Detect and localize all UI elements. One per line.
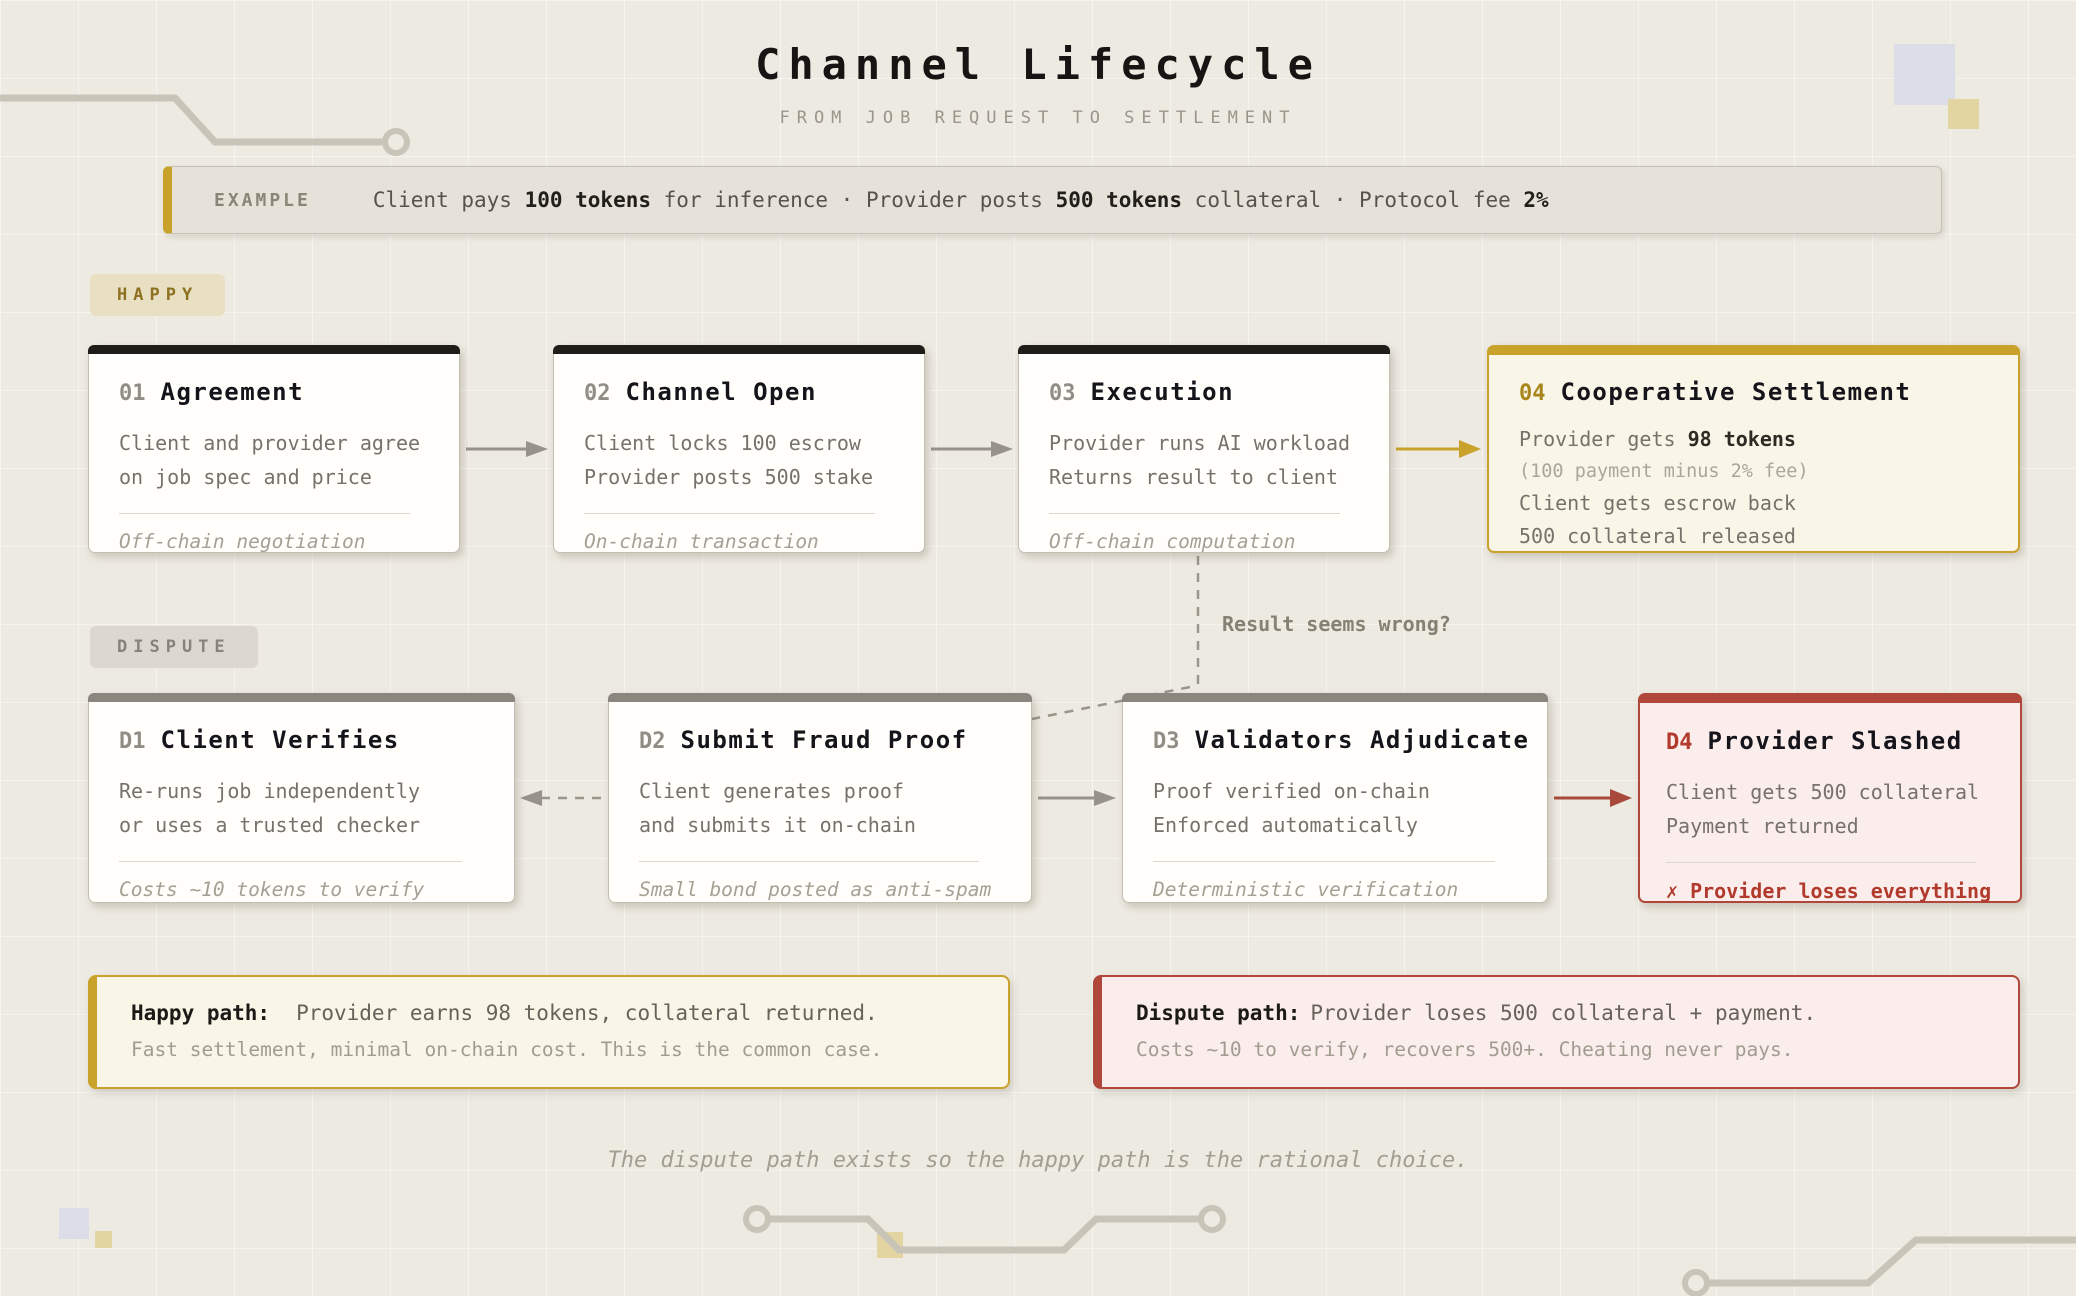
result-question-label: Result seems wrong?: [1222, 612, 1451, 636]
divider: [119, 512, 411, 514]
step-title: Submit Fraud Proof: [680, 726, 968, 754]
card-provider-slashed: D4 Provider Slashed Client gets 500 colla…: [1638, 693, 2022, 903]
step-title: Cooperative Settlement: [1560, 378, 1912, 406]
step-number: 03: [1049, 381, 1076, 406]
step-description: on job spec and price: [119, 464, 372, 489]
step-title: Agreement: [160, 378, 305, 406]
step-description: Provider runs AI workload: [1049, 430, 1351, 455]
step-footnote: Small bond posted as anti-spam: [639, 877, 992, 901]
step-description: Client gets 500 collateral: [1666, 779, 1980, 804]
step-number: 02: [584, 381, 611, 406]
step-description: Client gets escrow back: [1519, 490, 1796, 515]
summary-line: Dispute path:Provider loses 500 collater…: [1136, 1001, 1817, 1025]
page-subtitle: FROM JOB REQUEST TO SETTLEMENT: [779, 108, 1297, 128]
card-top-bar: [88, 345, 460, 354]
divider: [584, 512, 876, 514]
happy-path-summary: Happy path:Provider earns 98 tokens, col…: [88, 975, 1010, 1089]
card-top-bar: [1122, 693, 1548, 702]
step-description: Payment returned: [1666, 813, 1859, 838]
step-description: Client generates proof: [639, 778, 904, 803]
step-description: Re-runs job independently: [119, 778, 421, 803]
step-description: Provider posts 500 stake: [584, 464, 873, 489]
step-title: Channel Open: [625, 378, 817, 406]
card-top-bar: [1018, 345, 1390, 354]
example-text: Client pays 100 tokens for inference · P…: [372, 188, 1549, 212]
step-title: Execution: [1090, 378, 1235, 406]
card-top-bar: [553, 345, 925, 354]
step-footnote: Deterministic verification: [1153, 877, 1459, 901]
step-description: Provider gets 98 tokens: [1519, 426, 1796, 451]
step-number: D2: [639, 729, 666, 754]
divider: [1049, 512, 1341, 514]
card-cooperative-settlement: 04 Cooperative Settlement Provider gets 9…: [1487, 345, 2020, 553]
happy-section-badge: HAPPY: [90, 274, 226, 316]
divider: [1153, 860, 1496, 862]
dispute-section-badge: DISPUTE: [90, 626, 258, 668]
summary-subline: Fast settlement, minimal on-chain cost. …: [131, 1038, 883, 1061]
summary-subline: Costs ~10 to verify, recovers 500+. Chea…: [1136, 1038, 1794, 1061]
step-number: D4: [1666, 730, 1693, 755]
step-footnote: Costs ~10 tokens to verify: [119, 877, 425, 901]
divider: [119, 860, 463, 862]
card-top-bar: [1639, 694, 2021, 703]
step-footnote: Off-chain negotiation: [119, 529, 366, 553]
card-top-bar: [1488, 346, 2019, 355]
step-description: Enforced automatically: [1153, 812, 1418, 837]
step-description: Returns result to client: [1049, 464, 1338, 489]
step-number: 04: [1519, 381, 1546, 406]
step-title: Client Verifies: [160, 726, 400, 754]
step-number: 01: [119, 381, 146, 406]
step-title: Provider Slashed: [1707, 727, 1963, 755]
step-number: D3: [1153, 729, 1180, 754]
card-client-verifies: D1 Client Verifies Re-runs job independen…: [88, 693, 515, 903]
divider: [639, 860, 980, 862]
step-footnote: Off-chain computation: [1049, 529, 1296, 553]
example-banner: EXAMPLE Client pays 100 tokens for infer…: [163, 166, 1942, 234]
step-title: Validators Adjudicate: [1194, 726, 1530, 754]
card-submit-fraud-proof: D2 Submit Fraud Proof Client generates pr…: [608, 693, 1032, 903]
step-footnote: ✗ Provider loses everything: [1666, 878, 1992, 903]
card-top-bar: [608, 693, 1032, 702]
step-description: or uses a trusted checker: [119, 812, 421, 837]
step-description: Client and provider agree: [119, 430, 421, 455]
card-agreement: 01 Agreement Client and provider agree on …: [88, 345, 460, 553]
step-description: Proof verified on-chain: [1153, 778, 1430, 803]
dispute-path-summary: Dispute path:Provider loses 500 collater…: [1093, 975, 2020, 1089]
step-description: and submits it on-chain: [639, 812, 916, 837]
example-label: EXAMPLE: [214, 189, 311, 211]
page-title: Channel Lifecycle: [755, 40, 1321, 89]
step-description: Client locks 100 escrow: [584, 430, 861, 455]
step-description: 500 collateral released: [1519, 523, 1796, 548]
divider: [1666, 861, 1977, 863]
card-top-bar: [88, 693, 515, 702]
step-number: D1: [119, 729, 146, 754]
closing-note: The dispute path exists so the happy pat…: [607, 1148, 1469, 1173]
summary-line: Happy path:Provider earns 98 tokens, col…: [131, 1001, 878, 1025]
step-subnote: (100 payment minus 2% fee): [1519, 460, 1809, 482]
step-footnote: On-chain transaction: [584, 529, 819, 553]
card-validators-adjudicate: D3 Validators Adjudicate Proof verified o…: [1122, 693, 1548, 903]
